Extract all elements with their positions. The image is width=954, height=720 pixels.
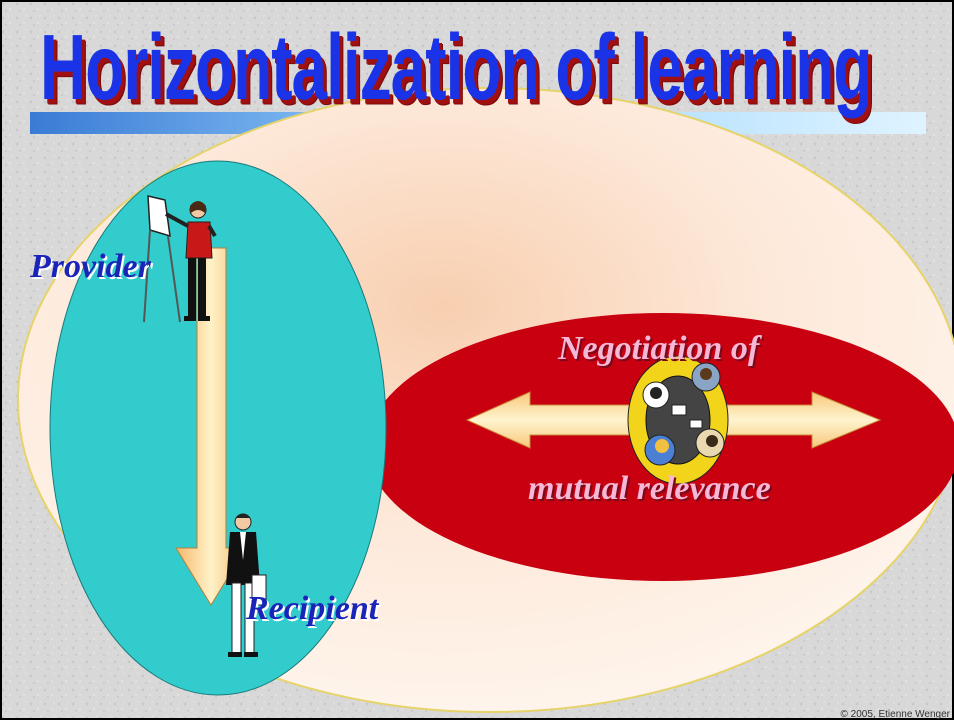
presenter-icon: [143, 195, 217, 323]
recipient-label: Recipient: [246, 590, 379, 627]
provider-label: Provider: [30, 248, 151, 285]
meeting-icon: [627, 355, 729, 485]
copyright-notice: © 2005, Etienne Wenger: [840, 709, 950, 720]
slide-title: Horizontalization of learning: [40, 14, 872, 120]
negotiation-label-line1: Negotiation of: [558, 330, 760, 367]
negotiation-label-line2: mutual relevance: [528, 470, 771, 507]
businessman-icon: [226, 513, 267, 657]
